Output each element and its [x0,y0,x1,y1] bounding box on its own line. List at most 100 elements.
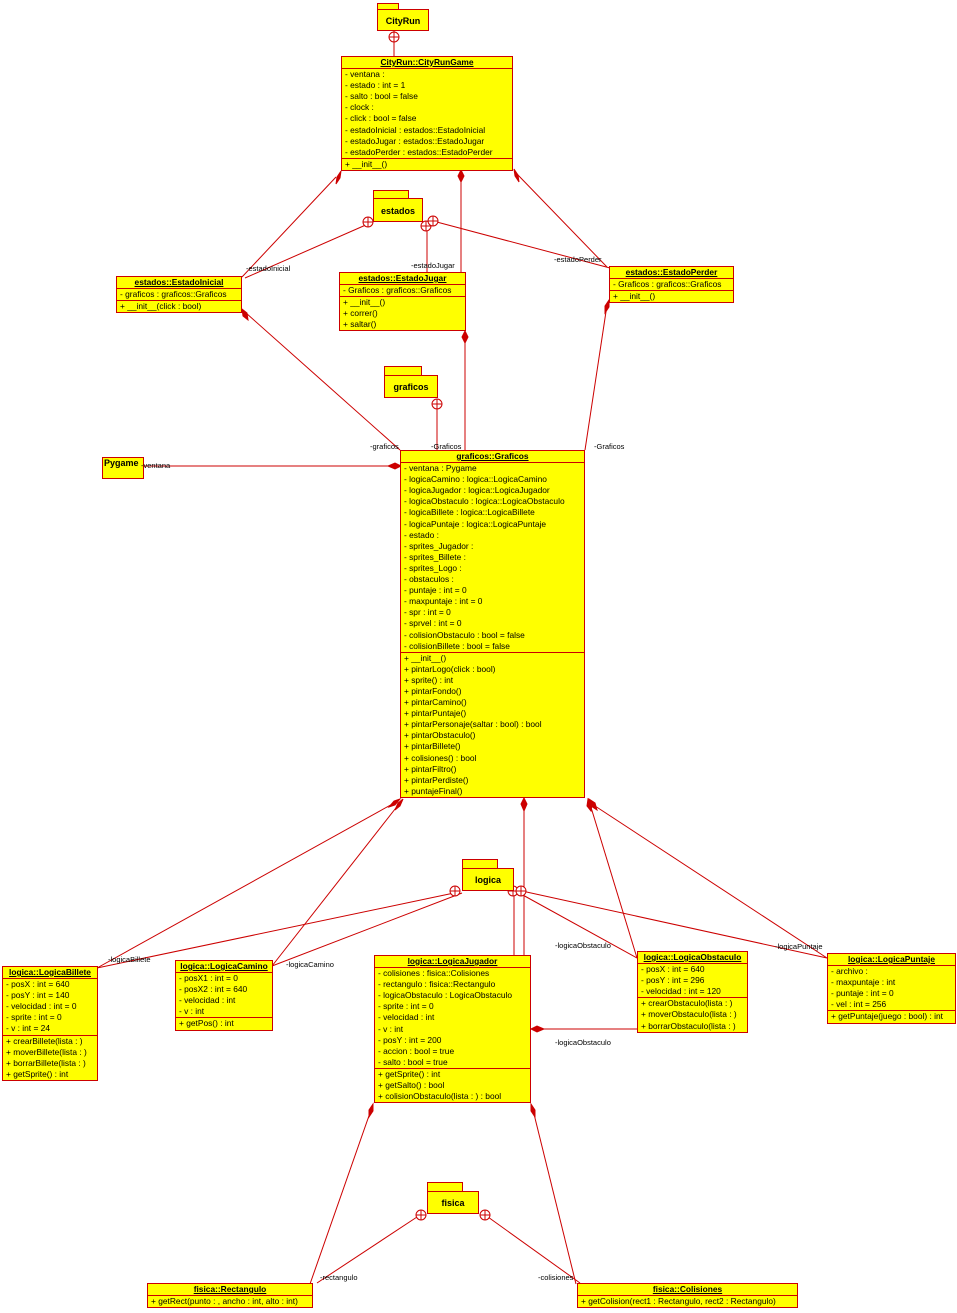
attribute: - sprites_Logo : [404,562,462,573]
attribute: - v : int = 24 [6,1023,50,1034]
attribute: - estadoInicial : estados::EstadoInicial [345,124,486,135]
operation: + crearObstaculo(lista : ) [641,998,733,1009]
composition-line [245,312,401,451]
operations: + __init__() [342,159,512,170]
attribute: - logicaBillete : logica::LogicaBillete [404,507,535,518]
pygame-box: Pygame [102,457,144,479]
attribute: - sprite : int = 0 [378,1001,434,1012]
operation: + correr() [343,308,378,319]
attribute: - ventana : Pygame [404,463,477,474]
composition-diamond [530,1102,536,1119]
operation: + crearBillete(lista : ) [6,1035,83,1046]
operation: + sprite() : int [404,674,454,685]
class-rectangulo: fisica::Rectangulo + getRect(punto : , a… [147,1283,313,1309]
operation: + pintarFiltro() [404,763,457,774]
class-title: estados::EstadoInicial [117,277,241,290]
attribute: - ventana : [345,69,385,80]
attribute: - sprvel : int = 0 [404,618,462,629]
composition-diamond [368,1102,374,1119]
role-label: -colisiones [538,1273,574,1282]
attribute: - salto : bool = true [378,1056,448,1067]
attributes: - graficos : graficos::Graficos [117,289,241,302]
containment-line [316,1216,418,1284]
class-title: CityRun::CityRunGame [342,57,512,70]
operations: + getColision(rect1 : Rectangulo, rect2 … [578,1296,797,1307]
attribute: - estadoPerder : estados::EstadoPerder [345,146,493,157]
composition-diamond [588,797,598,812]
attribute: - puntaje : int = 0 [404,585,467,596]
operation: + getPos() : int [179,1018,234,1029]
attribute: - puntaje : int = 0 [831,988,894,999]
attribute: - click : bool = false [345,113,417,124]
operations: + getPos() : int [176,1018,272,1029]
attribute: - maxpuntaje : int [831,977,896,988]
operations: + getRect(punto : , ancho : int, alto : … [148,1296,312,1307]
role-label: -rectangulo [320,1273,358,1282]
operation: + puntajeFinal() [404,785,463,796]
composition-line [532,1109,577,1285]
role-label: -Graficos [594,442,625,451]
composition-line [591,803,828,959]
class-title: logica::LogicaJugador [375,956,530,969]
class-title: logica::LogicaObstaculo [638,952,747,965]
class-title: logica::LogicaCamino [176,961,272,974]
composition-line [584,304,608,451]
operation: + pintarCamino() [404,697,467,708]
attributes: - ventana : Pygame - logicaCamino : logi… [401,463,584,653]
attribute: - obstaculos : [404,574,454,585]
attribute: - graficos : graficos::Graficos [120,289,227,300]
attributes: - archivo : - maxpuntaje : int - puntaje… [828,966,955,1012]
class-title: estados::EstadoPerder [610,267,733,280]
attributes: - Graficos : graficos::Graficos [340,285,465,298]
operation: + borrarObstaculo(lista : ) [641,1020,736,1031]
attributes: - ventana : - estado : int = 1 - salto :… [342,69,512,159]
role-label: -estadoPerder [554,255,602,264]
role-label: -Graficos [431,442,462,451]
attributes: - posX : int = 640 - posY : int = 296 - … [638,964,747,999]
role-label: -logicaCamino [286,960,334,969]
class-title: logica::LogicaBillete [3,967,97,980]
attribute: - colisiones : fisica::Colisiones [378,968,490,979]
attributes: - colisiones : fisica::Colisiones - rect… [375,968,530,1069]
class-estadojugar: estados::EstadoJugar - Graficos : grafic… [339,272,466,332]
package-graficos: graficos [384,366,438,398]
attribute: - logicaPuntaje : logica::LogicaPuntaje [404,518,547,529]
containment-circle [479,1209,491,1221]
composition-line [516,173,608,268]
operation: + pintarLogo(click : bool) [404,663,496,674]
composition-line [589,803,638,959]
class-title: logica::LogicaPuntaje [828,954,955,967]
operation: + pintarObstaculo() [404,730,476,741]
operation: + pintarPersonaje(saltar : bool) : bool [404,719,542,730]
containment-line [487,1216,581,1284]
operation: + borrarBillete(lista : ) [6,1057,86,1068]
operation: + saltar() [343,319,377,330]
attribute: - logicaJugador : logica::LogicaJugador [404,485,550,496]
attribute: - estado : int = 1 [345,80,406,91]
operation: + colisionObstaculo(lista : ) : bool [378,1091,502,1102]
class-cityrungame: CityRun::CityRunGame - ventana : - estad… [341,56,513,171]
operation: + getSalto() : bool [378,1080,445,1091]
attribute: - spr : int = 0 [404,607,451,618]
attribute: - velocidad : int [378,1012,435,1023]
attribute: - estado : [404,529,439,540]
attribute: - v : int [179,1006,205,1017]
class-title: fisica::Rectangulo [148,1284,312,1297]
package-label: CityRun [377,9,429,31]
operation: + __init__() [345,158,388,169]
operation: + __init__() [404,652,447,663]
containment-line [96,892,455,969]
attribute: - posX2 : int = 640 [179,984,248,995]
attribute: - v : int [378,1023,404,1034]
containment-circle [415,1209,427,1221]
attribute: - sprites_Jugador : [404,540,474,551]
containment-line [432,220,611,269]
role-label: -logicaBillete [108,955,151,964]
operations: + __init__() [610,291,733,302]
class-logicabillete: logica::LogicaBillete - posX : int = 640… [2,966,98,1081]
operation: + __init__() [343,297,386,308]
attribute: - logicaObstaculo : LogicaObstaculo [378,990,513,1001]
role-label: -logicaPuntaje [775,942,823,951]
operations: + crearObstaculo(lista : ) + moverObstac… [638,998,747,1031]
attribute: - archivo : [831,966,868,977]
